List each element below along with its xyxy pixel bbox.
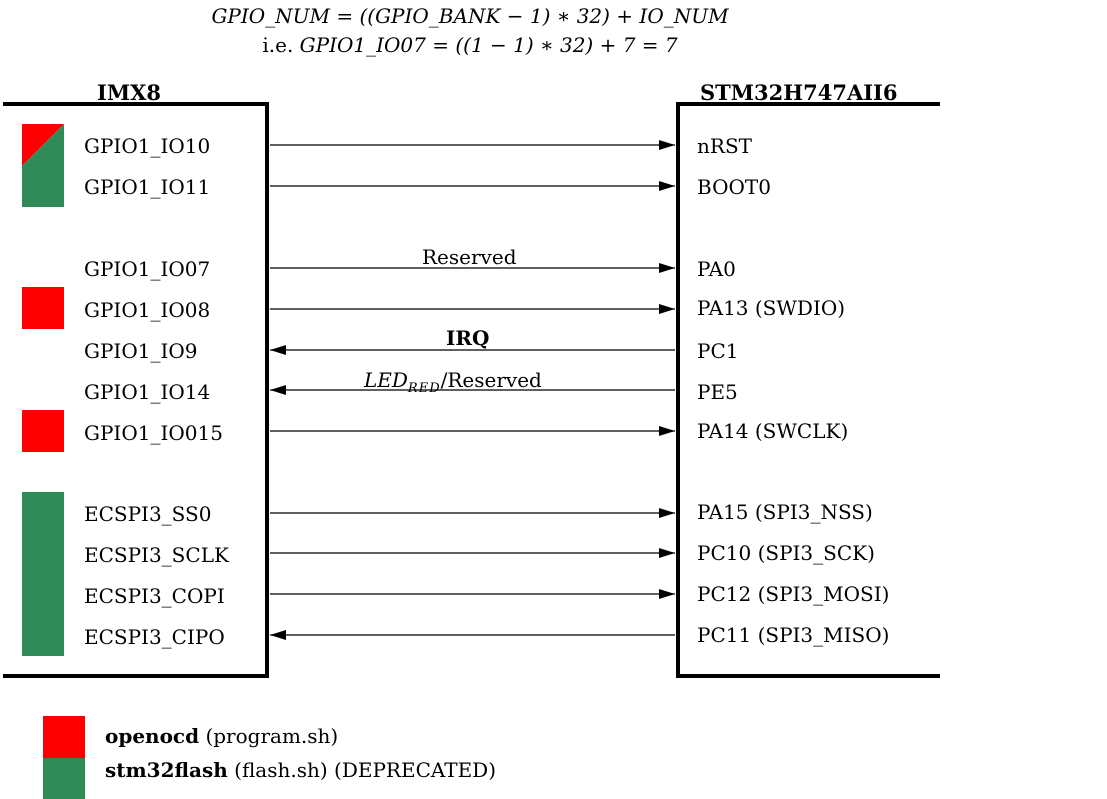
right-pin-label: PA0 [697, 257, 736, 281]
led-label-suffix: /Reserved [440, 368, 542, 392]
stm32flash-nrst-marker [22, 124, 64, 166]
left-pin-label: ECSPI3_COPI [84, 584, 225, 608]
stm32flash-boot0-marker [22, 166, 64, 207]
legend-stm32flash-script: (flash.sh) (DEPRECATED) [234, 758, 497, 782]
formula-line-1: GPIO_NUM = ((GPIO_BANK − 1) ∗ 32) + IO_N… [211, 4, 729, 28]
right-pin-label: PE5 [697, 380, 738, 404]
right-pin-label: PA14 (SWCLK) [697, 419, 849, 443]
right-pin-label: PA13 (SWDIO) [697, 296, 846, 320]
right-pin-label: PC10 (SPI3_SCK) [697, 541, 875, 565]
left-pin-label: GPIO1_IO9 [84, 339, 198, 363]
led-red-label: LEDRED/Reserved [364, 368, 542, 401]
formula-example: GPIO1_IO07 = ((1 − 1) ∗ 32) + 7 = 7 [299, 33, 678, 57]
legend-stm32flash-tool: stm32flash [105, 758, 228, 782]
right-pin-label: PC1 [697, 339, 739, 363]
legend-openocd-script: (program.sh) [205, 724, 339, 748]
legend-openocd-swatch [43, 716, 85, 758]
reserved-label: Reserved [422, 245, 517, 269]
right-chip-title: STM32H747AII6 [700, 80, 898, 105]
left-pin-label: GPIO1_IO08 [84, 298, 211, 322]
left-pin-label: GPIO1_IO07 [84, 257, 211, 281]
led-label-main: LED [364, 368, 408, 392]
irq-label: IRQ [446, 326, 490, 350]
right-pin-label: BOOT0 [697, 175, 771, 199]
right-pin-label: PA15 (SPI3_NSS) [697, 500, 873, 524]
stm32flash-spi-marker [22, 492, 64, 656]
left-pin-label: ECSPI3_SS0 [84, 502, 212, 526]
left-pin-label: ECSPI3_SCLK [84, 543, 229, 567]
left-pin-label: ECSPI3_CIPO [84, 625, 225, 649]
left-pin-label: GPIO1_IO14 [84, 380, 211, 404]
stm32-chip-outline [676, 102, 940, 678]
formula-line-2: i.e. GPIO1_IO07 = ((1 − 1) ∗ 32) + 7 = 7 [0, 33, 940, 57]
right-pin-label: PC11 (SPI3_MISO) [697, 623, 890, 647]
legend-stm32flash: stm32flash (flash.sh) (DEPRECATED) [105, 758, 496, 782]
openocd-swdio-marker [22, 287, 64, 329]
led-label-subscript: RED [407, 381, 441, 396]
left-chip-title: IMX8 [97, 80, 161, 105]
left-pin-label: GPIO1_IO11 [84, 175, 211, 199]
openocd-swclk-marker [22, 410, 64, 452]
right-pin-label: nRST [697, 134, 752, 158]
left-pin-label: GPIO1_IO015 [84, 421, 223, 445]
legend-stm32flash-swatch [43, 758, 85, 799]
legend-openocd: openocd (program.sh) [105, 724, 338, 748]
legend-openocd-tool: openocd [105, 724, 200, 748]
formula-prefix: i.e. [262, 33, 294, 57]
left-pin-label: GPIO1_IO10 [84, 134, 211, 158]
imx8-chip-outline [3, 102, 269, 678]
right-pin-label: PC12 (SPI3_MOSI) [697, 582, 890, 606]
